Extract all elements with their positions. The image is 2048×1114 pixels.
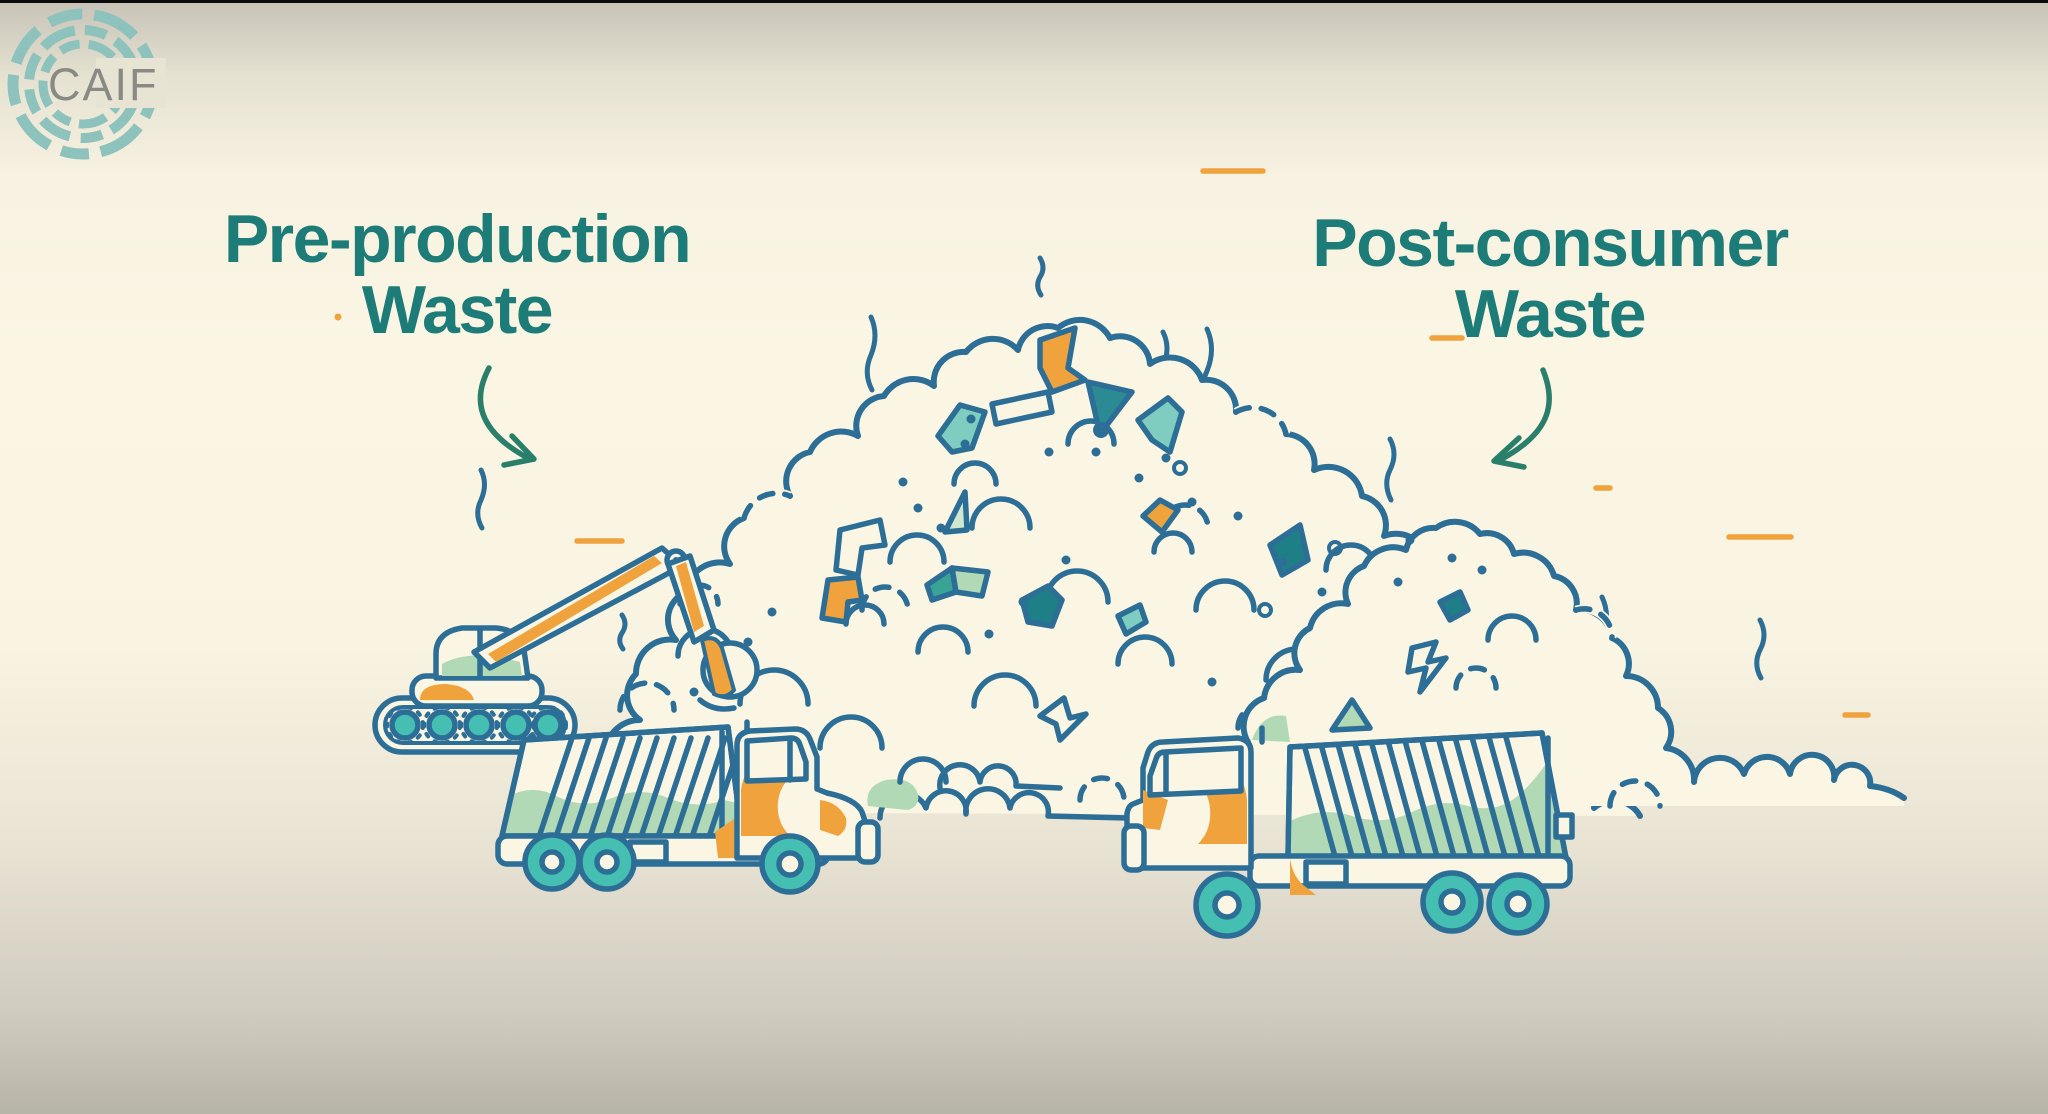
excavator xyxy=(372,545,760,755)
letterbox-top-bar xyxy=(0,0,2048,3)
excavator-track-wheels xyxy=(385,705,568,745)
curved-arrow-down-right-icon xyxy=(477,365,537,468)
label-line2: Waste xyxy=(1454,276,1647,352)
waste-mound-right xyxy=(1240,518,1907,809)
pile-base xyxy=(558,736,1131,821)
label-line1: Post-consumer xyxy=(1312,205,1789,281)
caif-logo: CAIF xyxy=(7,8,166,160)
caif-logo-text: CAIF xyxy=(48,59,159,110)
debris-pieces xyxy=(819,325,1311,743)
curved-arrow-down-left-icon xyxy=(1491,367,1552,470)
truck-bumper xyxy=(1121,823,1147,873)
label-line2: Waste xyxy=(361,272,554,348)
label-pre-production-waste: Pre-production Waste xyxy=(157,204,757,346)
orange-dash-marks xyxy=(334,168,1871,718)
dump-truck-right xyxy=(1121,697,1575,939)
truck-wheels xyxy=(1193,870,1550,939)
truck-bumper xyxy=(855,819,881,865)
dump-truck-left xyxy=(495,719,881,895)
truck-wheels xyxy=(522,832,821,895)
excavator-claw xyxy=(697,636,760,712)
label-line1: Pre-production xyxy=(223,201,692,277)
label-post-consumer-waste: Post-consumer Waste xyxy=(1250,208,1850,350)
